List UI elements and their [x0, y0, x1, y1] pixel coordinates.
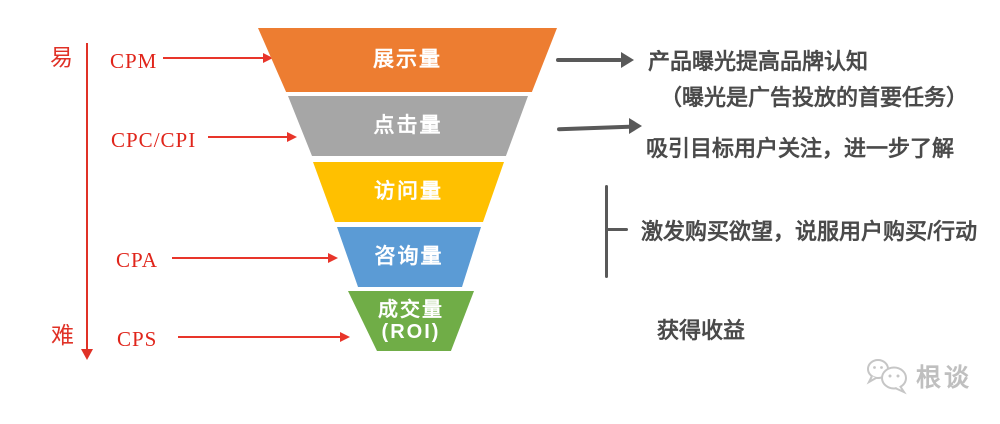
metric-cps-label: CPS	[117, 327, 158, 351]
cpa-arrowhead-icon	[328, 253, 338, 263]
watermark-label: 根谈	[916, 364, 973, 392]
difficulty-bottom-label: 难	[51, 323, 74, 348]
cpc-cpi-arrow	[208, 136, 288, 138]
funnel-layer-label: 点击量	[373, 114, 443, 138]
cpa-arrow	[172, 257, 329, 259]
cpm-arrow	[163, 57, 264, 59]
funnel-layer-label: 咨询量	[374, 245, 444, 269]
funnel-layer-label: 成交量	[378, 299, 444, 321]
funnel-layer-sublabel: (ROI)	[381, 321, 441, 343]
metric-cpc-cpi-label: CPC/CPI	[111, 128, 197, 152]
annotation-exposure-note: （曝光是广告投放的首要任务）	[660, 85, 969, 110]
funnel-layer-transactions: 成交量 (ROI)	[348, 291, 474, 351]
annotation-persuade: 激发购买欲望，说服用户购买/行动	[641, 219, 978, 244]
annotation-exposure: 产品曝光提高品牌认知	[648, 49, 869, 74]
cps-arrowhead-icon	[340, 332, 350, 342]
funnel-layer-label: 展示量	[373, 48, 442, 72]
cpm-arrowhead-icon	[263, 53, 273, 63]
watermark: 根谈	[864, 356, 972, 396]
bracket-tick	[605, 228, 628, 231]
annotation-arrowhead-2-icon	[629, 118, 642, 134]
funnel-layer-visits: 访问量	[313, 162, 504, 222]
cpc-cpi-arrowhead-icon	[287, 132, 297, 142]
difficulty-axis-arrowhead-icon	[81, 349, 93, 360]
metric-cpm-label: CPM	[110, 49, 158, 73]
funnel-layer-label: 访问量	[374, 180, 443, 204]
funnel-layer-clicks: 点击量	[288, 96, 528, 156]
annotation-revenue: 获得收益	[657, 318, 746, 343]
funnel-layer-impressions: 展示量	[258, 28, 557, 92]
difficulty-axis-line	[86, 43, 88, 349]
annotation-arrowhead-1-icon	[621, 52, 634, 68]
metric-cpa-label: CPA	[116, 248, 158, 272]
wechat-icon	[866, 359, 907, 395]
funnel-layer-inquiries: 咨询量	[337, 227, 481, 287]
annotation-attract: 吸引目标用户关注，进一步了解	[646, 136, 955, 161]
difficulty-top-label: 易	[50, 45, 73, 70]
annotation-arrow-2	[556, 124, 632, 132]
bracket-line	[605, 185, 608, 278]
cps-arrow	[178, 336, 341, 338]
annotation-arrow-1	[556, 58, 622, 62]
